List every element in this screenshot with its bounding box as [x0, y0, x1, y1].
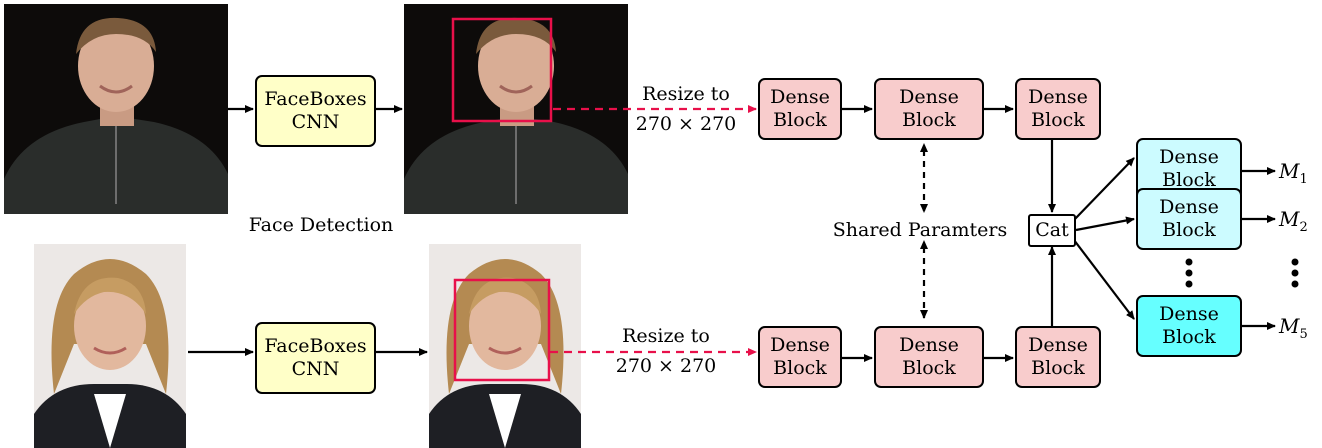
concat-box: Cat [1028, 214, 1076, 247]
dense-line1: Dense [1159, 146, 1219, 168]
faceboxes-line2: CNN [291, 111, 340, 133]
resize-line2: 270 × 270 [635, 113, 737, 135]
output-sub: 5 [1299, 327, 1308, 342]
resize-line2: 270 × 270 [615, 355, 717, 377]
detected-photo-man [404, 4, 628, 214]
faceboxes-cnn-top: FaceBoxes CNN [255, 75, 376, 147]
output-var: M [1279, 159, 1300, 183]
output-m5: M5 [1279, 315, 1308, 346]
woman-illustration [34, 259, 186, 448]
dense-block-top-2: Dense Block [874, 78, 984, 140]
output-sub: 2 [1299, 220, 1308, 235]
dense-line2: Block [1031, 109, 1085, 131]
detected-photo-woman [429, 244, 581, 448]
dense-line1: Dense [1028, 86, 1088, 108]
faceboxes-cnn-bottom: FaceBoxes CNN [255, 322, 376, 394]
resize-line1: Resize to [642, 83, 730, 105]
face-detection-box [451, 17, 553, 123]
face-detection-box [453, 278, 551, 382]
dense-line1: Dense [899, 86, 959, 108]
dense-line2: Block [1031, 357, 1085, 379]
dense-line2: Block [773, 357, 827, 379]
face-detection-label: Face Detection [248, 214, 394, 236]
faceboxes-line2: CNN [291, 358, 340, 380]
dense-line1: Dense [1159, 303, 1219, 325]
man-illustration [4, 17, 228, 214]
dense-line1: Dense [1159, 196, 1219, 218]
output-var: M [1279, 314, 1300, 338]
dense-line2: Block [1162, 169, 1216, 191]
dense-line1: Dense [770, 334, 830, 356]
cat-label: Cat [1035, 219, 1069, 241]
resize-label-bottom: Resize to 270 × 270 [606, 324, 726, 378]
dense-block-output-5: Dense Block [1136, 295, 1242, 357]
dense-block-bottom-2: Dense Block [874, 326, 984, 388]
dense-block-top-1: Dense Block [758, 78, 842, 140]
resize-label-top: Resize to 270 × 270 [626, 82, 746, 136]
dense-line1: Dense [1028, 334, 1088, 356]
dense-line1: Dense [770, 86, 830, 108]
man-detected-illustration [404, 17, 628, 214]
woman-detected-illustration [429, 259, 581, 448]
output-m1: M1 [1279, 160, 1308, 191]
faceboxes-line1: FaceBoxes [264, 335, 367, 357]
input-photo-man [4, 4, 228, 214]
dense-block-output-2: Dense Block [1136, 188, 1242, 250]
dense-line2: Block [902, 109, 956, 131]
dense-line1: Dense [899, 334, 959, 356]
shared-parameters-label: Shared Paramters [832, 219, 1008, 241]
output-sub: 1 [1299, 172, 1308, 187]
input-photo-woman [34, 244, 186, 448]
dense-block-bottom-1: Dense Block [758, 326, 842, 388]
dense-block-bottom-3: Dense Block [1015, 326, 1101, 388]
dense-line2: Block [773, 109, 827, 131]
dense-line2: Block [902, 357, 956, 379]
output-m2: M2 [1279, 208, 1308, 239]
ellipsis-dots [1185, 258, 1299, 288]
dense-line2: Block [1162, 326, 1216, 348]
dense-line2: Block [1162, 219, 1216, 241]
output-var: M [1279, 207, 1300, 231]
resize-line1: Resize to [622, 325, 710, 347]
faceboxes-line1: FaceBoxes [264, 88, 367, 110]
dense-block-top-3: Dense Block [1015, 78, 1101, 140]
